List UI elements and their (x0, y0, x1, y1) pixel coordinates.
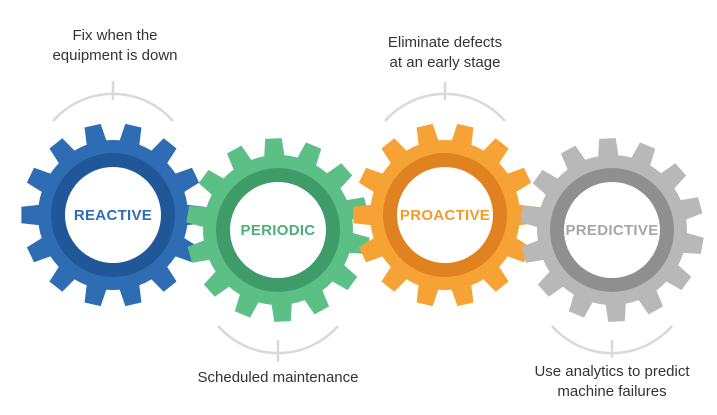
gear-periodic-center (230, 182, 326, 278)
gear-proactive: PROACTIVE (353, 123, 537, 307)
gear-reactive-label: REACTIVE (74, 207, 152, 224)
annotation-reactive-line-2: equipment is down (52, 47, 178, 64)
gear-predictive-label: PREDICTIVE (565, 222, 658, 239)
connectors (52, 81, 673, 362)
annotation-predictive-line-2: machine failures (557, 383, 667, 400)
gear-reactive: REACTIVE (21, 123, 205, 307)
annotation-proactive-line-2: at an early stage (389, 54, 501, 71)
gear-predictive-center (564, 182, 660, 278)
annotation-proactive: Eliminate defects at an early stage (350, 33, 540, 73)
gear-proactive-center (397, 167, 493, 263)
annotation-reactive: Fix when the equipment is down (20, 26, 210, 66)
gear-predictive: PREDICTIVE (520, 138, 704, 322)
gear-proactive-label: PROACTIVE (400, 207, 490, 224)
gear-reactive-center (65, 167, 161, 263)
annotation-reactive-line-1: Fix when the (72, 27, 158, 44)
gear-periodic: PERIODIC (186, 138, 370, 322)
annotation-predictive-line-1: Use analytics to predict (534, 363, 690, 380)
gears: REACTIVE PERIODIC PROACTIVE PREDICTIVE (21, 123, 704, 322)
annotation-periodic: Scheduled maintenance (178, 368, 378, 388)
gear-periodic-label: PERIODIC (241, 222, 316, 239)
annotation-periodic-line-1: Scheduled maintenance (197, 369, 359, 386)
annotation-predictive: Use analytics to predict machine failure… (512, 362, 712, 402)
annotation-proactive-line-1: Eliminate defects (387, 34, 503, 51)
